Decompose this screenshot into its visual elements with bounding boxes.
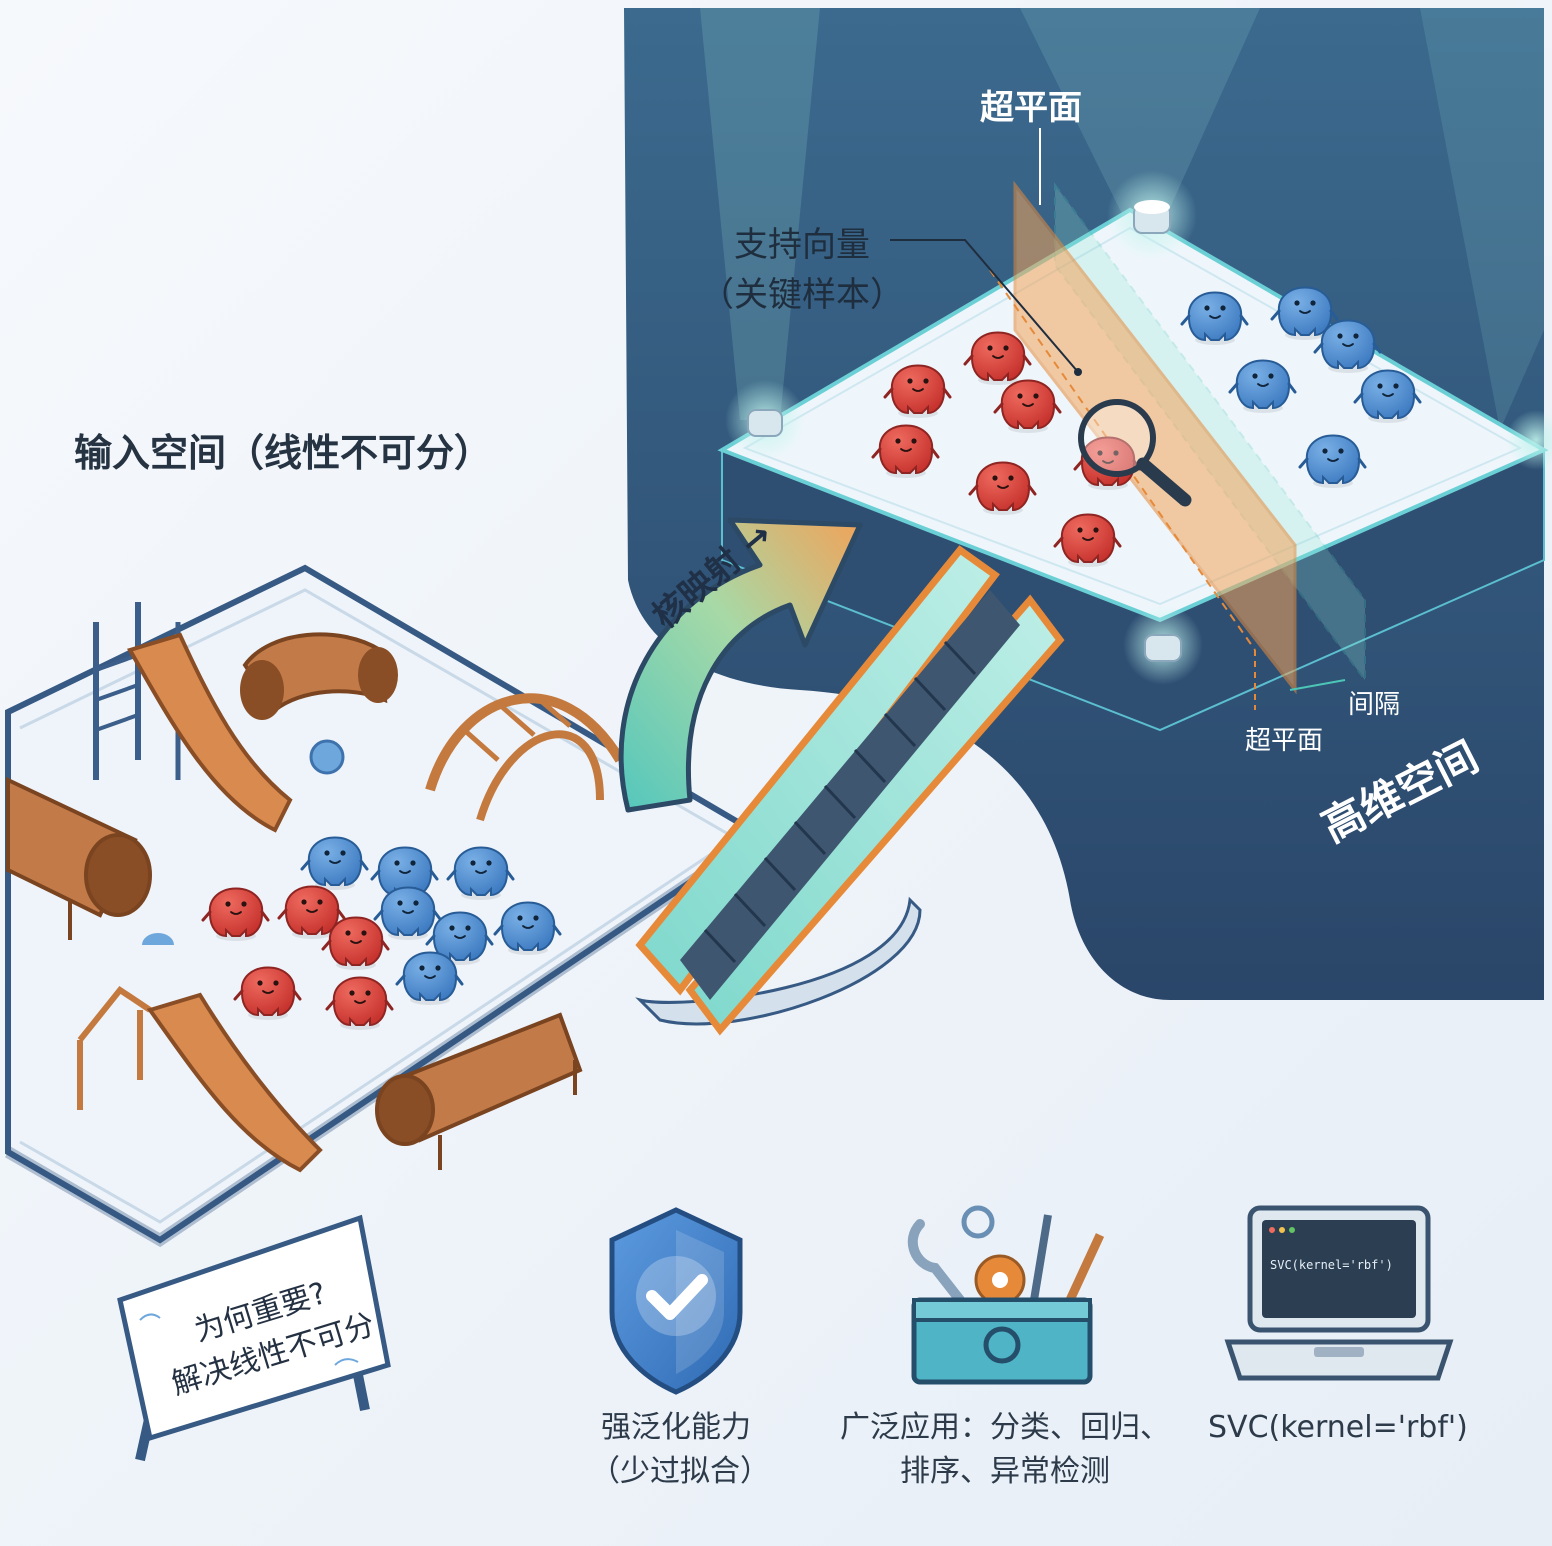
feature-code: SVC(kernel='rbf') bbox=[1208, 1406, 1468, 1450]
hyperplane-bottom-label: 超平面 bbox=[1245, 720, 1323, 757]
input-space-label: 输入空间（线性不可分） bbox=[74, 422, 492, 477]
ball bbox=[311, 741, 343, 773]
feature-applications: 广泛应用：分类、回归、 排序、异常检测 bbox=[835, 1406, 1175, 1494]
margin-label: 间隔 bbox=[1348, 684, 1400, 721]
support-vector-label: 支持向量 （关键样本） bbox=[700, 220, 904, 320]
hyperplane-top-label: 超平面 bbox=[980, 80, 1082, 129]
feature-generalization: 强泛化能力 （少过拟合） bbox=[590, 1406, 762, 1494]
laptop-icon bbox=[1228, 1208, 1450, 1378]
laptop-screen-code: SVC(kernel='rbf') bbox=[1270, 1258, 1393, 1272]
